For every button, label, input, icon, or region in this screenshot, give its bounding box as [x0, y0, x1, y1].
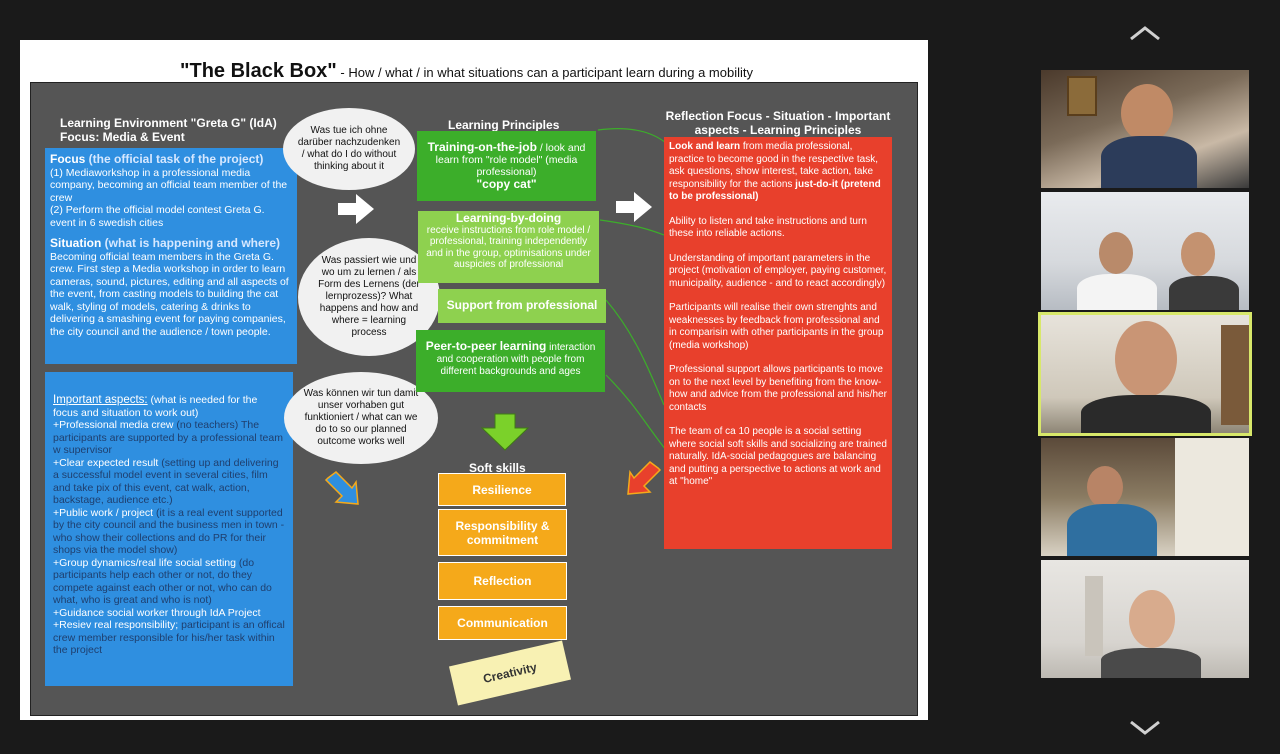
aspect-text: (it is a real event supported by the cit…: [53, 506, 285, 557]
arrow-right-icon: [616, 192, 652, 222]
arrow-diagonal-icon: [324, 471, 359, 505]
participant-body: [1081, 395, 1211, 433]
participant-face: [1181, 232, 1215, 276]
participant-video-tile[interactable]: [1041, 438, 1249, 556]
participant-video-tile[interactable]: [1041, 70, 1249, 188]
aspects-subtitle: (what is needed for the focus and situat…: [53, 394, 258, 419]
soft-skill-responsibility: Responsibility & commitment: [438, 509, 567, 556]
principle-training-on-the-job: Training-on-the-job / look and learn fro…: [417, 131, 596, 201]
learning-environment-header: Learning Environment "Greta G" (IdA) Foc…: [60, 116, 277, 144]
principle-text: receive instructions from role model / p…: [426, 224, 591, 271]
reflection-paragraph: Understanding of important parameters in…: [669, 252, 887, 289]
focus-item: (2) Perform the official model contest G…: [50, 204, 265, 229]
bookshelf: [1221, 325, 1249, 425]
learning-principles-header: Learning Principles: [448, 118, 560, 132]
chevron-down-icon[interactable]: [1125, 712, 1165, 743]
principle-extra: "copy cat": [476, 177, 537, 191]
aspect-head: +Public work / project: [53, 506, 154, 519]
wall: [1175, 438, 1249, 556]
aspect-text: (setting up and delivering a successful …: [53, 456, 279, 507]
principle-title: Support from professional: [446, 298, 598, 312]
reflection-paragraph: Professional support allows participants…: [669, 364, 887, 413]
slide-title-rest: - How / what / in what situations can a …: [336, 65, 753, 80]
situation-text: Becoming official team members in the Gr…: [50, 250, 289, 338]
reflection-box: Look and learn from media professional, …: [664, 137, 892, 549]
aspect-item: +Guidance social worker through IdA Proj…: [53, 607, 285, 620]
chevron-up-icon[interactable]: [1125, 18, 1165, 49]
aspect-item: +Group dynamics/real life social setting…: [53, 557, 285, 607]
aspect-text: participant is an offical crew member re…: [53, 619, 285, 656]
aspect-text: (no teachers) The participants are suppo…: [53, 419, 283, 456]
situation-subtitle: (what is happening and where): [101, 236, 281, 250]
situation-title: Situation: [50, 236, 102, 250]
participant-body: [1101, 648, 1201, 678]
principle-support-from-professional: Support from professional: [438, 289, 606, 323]
participant-face: [1099, 232, 1133, 274]
arrow-diagonal-icon: [627, 461, 662, 495]
participant-body: [1077, 274, 1157, 310]
connector-lines: [597, 128, 667, 451]
principle-title: Training-on-the-job: [427, 140, 537, 154]
aspect-head: +Resiev real responsibility;: [53, 619, 179, 631]
principle-title: Learning-by-doing: [455, 211, 562, 225]
reflection-paragraph: The team of ca 10 people is a social set…: [669, 426, 887, 487]
aspect-head: +Clear expected result: [53, 456, 159, 469]
active-speaker-video-tile[interactable]: [1038, 312, 1252, 436]
question-bubble: Was tue ich ohne darüber nachzudenken / …: [283, 108, 415, 190]
reflection-paragraph: Look and learn from media professional, …: [669, 141, 887, 204]
reflection-paragraph: Participants will realise their own stre…: [669, 302, 884, 351]
reflection-bold: Look and learn: [669, 141, 741, 152]
principle-text: interaction and cooperation with people …: [436, 342, 596, 377]
participant-video-tile[interactable]: [1041, 192, 1249, 310]
aspect-head: +Professional media crew: [53, 419, 174, 431]
reflection-bold: just-do-it (pretend to be professional): [669, 178, 881, 203]
wall-picture: [1067, 76, 1097, 116]
soft-skill-communication: Communication: [438, 606, 567, 640]
aspect-item: +Resiev real responsibility; participant…: [53, 619, 285, 657]
question-bubble: Was können wir tun damit unser vorhaben …: [284, 372, 438, 464]
reflection-text: from media professional, practice to bec…: [669, 141, 879, 190]
aspect-item: +Public work / project (it is a real eve…: [53, 507, 285, 557]
aspect-head: +Group dynamics/real life social setting: [53, 556, 236, 569]
participant-face: [1129, 590, 1175, 648]
participant-face: [1121, 84, 1173, 142]
reflection-header: Reflection Focus - Situation - Important…: [665, 109, 891, 137]
participant-body: [1067, 504, 1157, 556]
aspect-item: +Clear expected result (setting up and d…: [53, 457, 285, 507]
principle-title: Peer-to-peer learning: [425, 339, 547, 353]
focus-title: Focus: [50, 152, 86, 166]
focus-item: (1) Mediaworkshop in a professional medi…: [50, 166, 288, 204]
focus-situation-box: Focus (the official task of the project)…: [45, 148, 297, 364]
aspects-title: Important aspects:: [53, 394, 148, 406]
aspect-head: +Guidance social worker through IdA Proj…: [53, 606, 261, 619]
reflection-paragraph: Ability to listen and take instructions …: [669, 215, 867, 240]
participant-video-tile[interactable]: [1041, 560, 1249, 678]
participant-face: [1087, 466, 1123, 508]
soft-skill-reflection: Reflection: [438, 562, 567, 600]
soft-skills-header: Soft skills: [469, 461, 526, 475]
principle-learning-by-doing: Learning-by-doing receive instructions f…: [418, 211, 599, 283]
focus-subtitle: (the official task of the project): [85, 152, 264, 166]
arrow-right-icon: [338, 194, 374, 224]
principle-peer-to-peer: Peer-to-peer learning interaction and co…: [416, 330, 605, 392]
participant-body: [1169, 276, 1239, 310]
aspect-item: +Professional media crew (no teachers) T…: [53, 419, 285, 457]
aspect-text: (do participants help each other or not,…: [53, 556, 272, 607]
arrow-down-icon: [480, 413, 530, 451]
soft-skill-resilience: Resilience: [438, 473, 566, 506]
important-aspects-box: Important aspects: (what is needed for t…: [45, 372, 293, 686]
participant-body: [1101, 136, 1197, 188]
slide-title-main: "The Black Box": [180, 60, 337, 82]
slide-title: "The Black Box" - How / what / in what s…: [180, 60, 820, 83]
participant-face: [1115, 321, 1177, 397]
principle-text: / look and learn from "role model" (medi…: [435, 142, 586, 178]
door-frame: [1085, 576, 1103, 656]
